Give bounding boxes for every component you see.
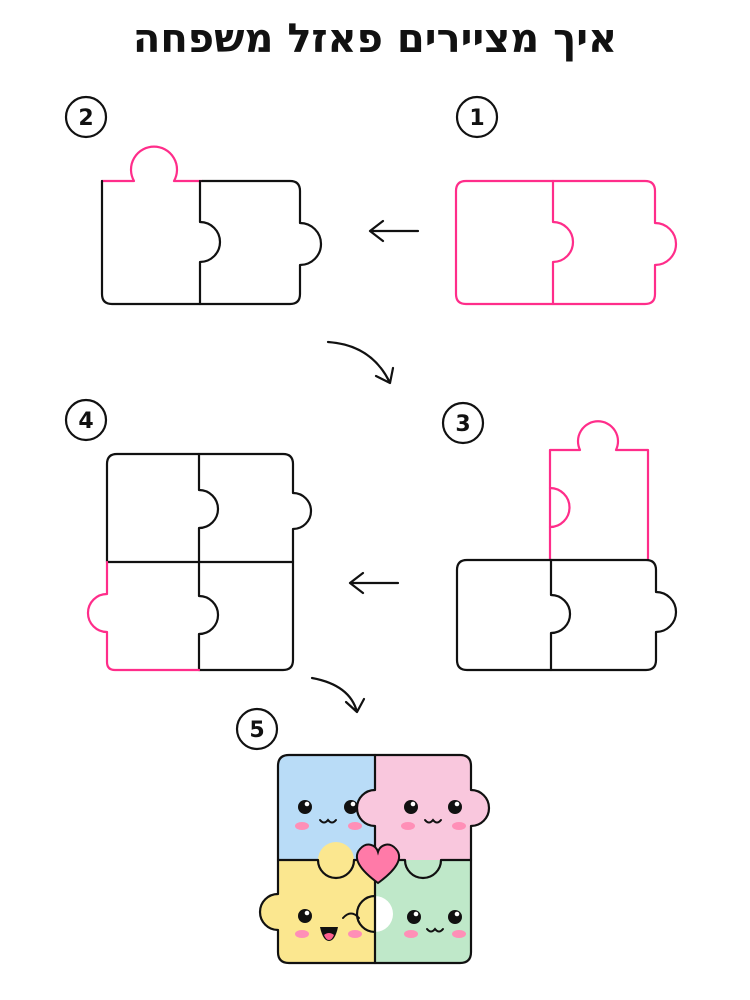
face-blue: [295, 800, 362, 830]
step-1-drawing: [454, 179, 678, 306]
step-3-number: 3: [455, 412, 470, 437]
step-4-drawing: [86, 452, 313, 672]
step-2-drawing: [100, 145, 323, 306]
arrow-4-to-5: [310, 676, 366, 714]
step-1-number: 1: [469, 106, 484, 131]
puzzle-piece-yellow: [260, 860, 375, 963]
step-4-number: 4: [78, 409, 93, 434]
step-5-badge: 5: [235, 707, 279, 751]
arrow-2-to-3: [326, 340, 395, 385]
puzzle-piece-pink: [356, 755, 489, 860]
face-pink: [401, 800, 466, 830]
step-4-badge: 4: [64, 398, 108, 442]
step-1-badge: 1: [455, 95, 499, 139]
puzzle-piece-blue: [278, 755, 375, 860]
step-2-badge: 2: [64, 95, 108, 139]
puzzle-piece-green: [375, 860, 471, 963]
heart-icon: [355, 843, 401, 885]
face-yellow: [295, 909, 362, 941]
arrow-3-to-4: [348, 571, 400, 595]
page-title: איך מציירים פאזל משפחה: [132, 16, 618, 62]
arrow-1-to-2: [368, 219, 420, 243]
step-3-drawing: [455, 420, 678, 672]
step-3-badge: 3: [441, 401, 485, 445]
face-green: [404, 910, 466, 938]
step-5-drawing: [258, 753, 491, 965]
step-2-number: 2: [78, 106, 93, 131]
step-5-number: 5: [249, 718, 264, 743]
